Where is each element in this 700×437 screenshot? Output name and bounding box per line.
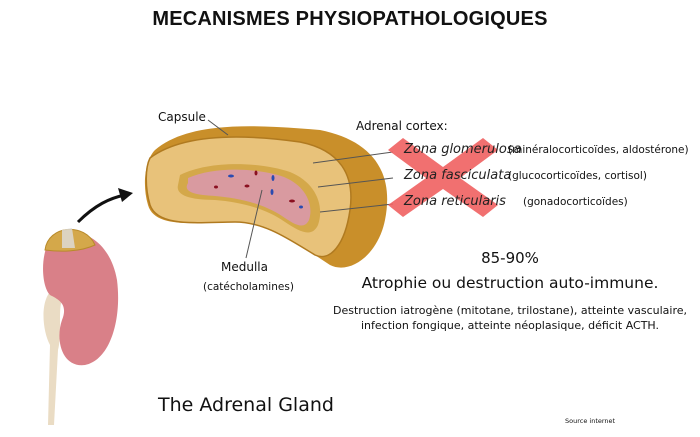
reticularis-hormones: (gonadocorticoïdes) bbox=[523, 196, 628, 208]
percentage: 85-90% bbox=[481, 249, 539, 267]
zona-reticularis-label: Zona reticularis bbox=[404, 194, 506, 209]
adrenal-cortex-label: Adrenal cortex: bbox=[356, 119, 448, 133]
medulla-hormones: (catécholamines) bbox=[203, 281, 294, 293]
red-cross-icon bbox=[388, 138, 498, 217]
main-cause: Atrophie ou destruction auto-immune. bbox=[361, 274, 659, 292]
glomerulosa-hormones: (minéralocorticoïdes, aldostérone) bbox=[508, 144, 689, 156]
illustration-caption: The Adrenal Gland bbox=[158, 394, 334, 416]
zona-glomerulosa-label: Zona glomerulosa bbox=[404, 142, 522, 157]
capsule-label: Capsule bbox=[158, 110, 206, 124]
other-causes-line2: infection fongique, atteinte néoplasique… bbox=[361, 319, 659, 332]
zona-fasciculata-label: Zona fasciculata bbox=[404, 168, 512, 183]
gland-cross-section bbox=[144, 119, 394, 268]
source-note: Source internet bbox=[565, 417, 616, 425]
medulla-label: Medulla bbox=[221, 260, 268, 274]
fasciculata-hormones: (glucocorticoïdes, cortisol) bbox=[508, 170, 647, 182]
kidney-icon bbox=[43, 228, 119, 425]
slide-title: MECANISMES PHYSIOPATHOLOGIQUES bbox=[152, 8, 548, 30]
arrow-icon bbox=[76, 193, 126, 224]
other-causes-line1: Destruction iatrogène (mitotane, trilost… bbox=[332, 304, 687, 317]
